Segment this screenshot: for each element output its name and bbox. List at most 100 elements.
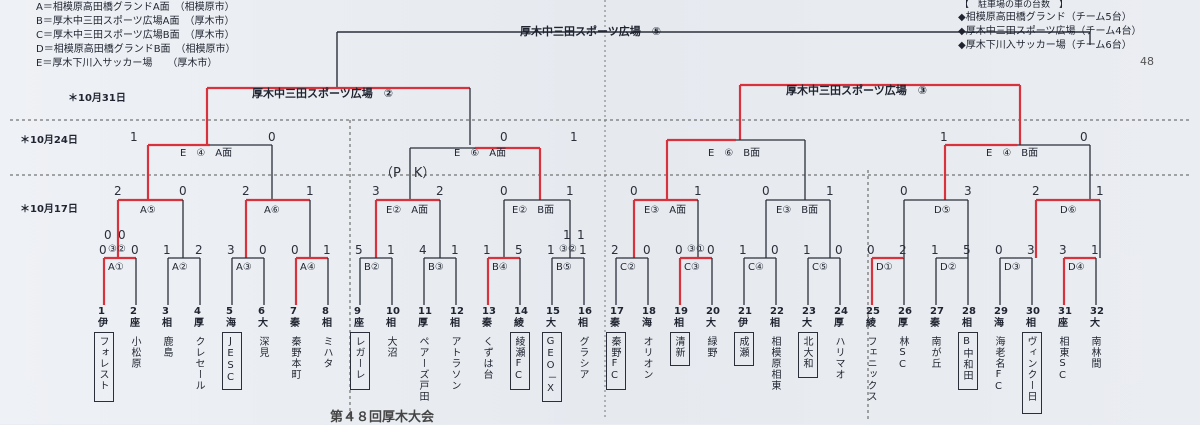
team-name: アトラソン: [449, 336, 460, 391]
team-name: JESC: [225, 336, 236, 384]
team-number: 5: [226, 306, 233, 317]
team-name: ヴィンクー日: [1025, 336, 1036, 402]
team-name: 北大和: [801, 336, 812, 369]
r1-label: C③: [684, 262, 700, 273]
score: 0: [675, 243, 683, 257]
team-name: 小松原: [129, 336, 140, 369]
r1-label: A②: [172, 262, 188, 273]
team-name: B中和田: [961, 336, 972, 381]
r2-label: E② B面: [512, 205, 555, 216]
team-city: 相: [770, 318, 780, 329]
r1-label: B②: [364, 262, 380, 273]
r2-label: D⑥: [1060, 205, 1077, 216]
score: 0: [771, 243, 779, 257]
team-name: 秦野FC: [609, 336, 620, 382]
team-number: 17: [610, 306, 624, 317]
team-name: フォレスト: [97, 336, 108, 391]
semi-venue-left: 厚木中三田スポーツ広場 ②: [252, 87, 394, 100]
team-city: 海: [642, 318, 652, 329]
r1-label: C⑤: [812, 262, 828, 273]
semi-venue-right: 厚木中三田スポーツ広場 ③: [786, 84, 928, 97]
parking-line: ◆厚木下川入サッカー場（チーム6台）: [958, 40, 1132, 51]
team-number: 7: [290, 306, 297, 317]
team-number: 13: [482, 306, 496, 317]
score: 0: [179, 184, 187, 198]
team-city: 伊: [98, 318, 108, 329]
team-number: 24: [834, 306, 848, 317]
team-city: 相: [386, 318, 396, 329]
score: 2: [611, 243, 619, 257]
r2-label: E③ A面: [644, 205, 687, 216]
score: 0: [643, 243, 651, 257]
qf-label: E ⑥ B面: [708, 148, 761, 159]
r1-label: D①: [876, 262, 893, 273]
team-number: 10: [386, 306, 400, 317]
parking-line: ◆厚木中三田スポーツ広場（チーム4台）: [958, 26, 1142, 37]
team-city: 相: [322, 318, 332, 329]
score: 0: [99, 243, 107, 257]
qf-label: E ④ B面: [986, 148, 1039, 159]
legend-line: D＝相模原高田橋グランドB面 （相模原市）: [36, 44, 236, 55]
team-number: 12: [450, 306, 464, 317]
team-number: 18: [642, 306, 656, 317]
pre-label: ③②: [108, 244, 126, 255]
score: 0: [762, 184, 770, 198]
team-city: 海: [994, 318, 1004, 329]
score: 0: [500, 130, 508, 144]
team-name: ハリマオ: [833, 336, 844, 380]
team-highlight-box: [798, 332, 818, 378]
score: 1: [483, 243, 491, 257]
score: 0: [259, 243, 267, 257]
score: 1: [323, 243, 331, 257]
team-city: 座: [354, 318, 364, 329]
r1-label: A③: [236, 262, 252, 273]
team-name: 成瀬: [737, 336, 748, 358]
score: 1: [547, 243, 555, 257]
score: 0: [900, 184, 908, 198]
r1-label: B④: [492, 262, 508, 273]
score: 1: [563, 228, 571, 242]
team-city: 厚: [194, 318, 204, 329]
team-name: グラシア: [577, 336, 588, 380]
team-name: 南林間: [1089, 336, 1100, 369]
team-city: 伊: [738, 318, 748, 329]
score: 3: [227, 243, 235, 257]
team-city: 座: [1058, 318, 1068, 329]
team-city: 座: [130, 318, 140, 329]
legend-line: E＝厚木下川入サッカー場 （厚木市）: [36, 58, 218, 69]
r1-label: D②: [940, 262, 957, 273]
team-city: 海: [226, 318, 236, 329]
score: 0: [131, 243, 139, 257]
score: 1: [451, 243, 459, 257]
r1-label: D③: [1004, 262, 1021, 273]
score: 0: [1080, 130, 1088, 144]
r2-label: A⑥: [264, 205, 280, 216]
score: 5: [963, 243, 971, 257]
score: 2: [242, 184, 250, 198]
team-name: フェニックス: [865, 336, 876, 402]
team-number: 32: [1090, 306, 1104, 317]
team-name: 南が丘: [929, 336, 940, 369]
score: 0: [867, 243, 875, 257]
team-city: 相: [962, 318, 972, 329]
date-label: ＊10月17日: [20, 204, 78, 215]
score: 2: [1032, 184, 1040, 198]
score: 3: [372, 184, 380, 198]
team-name: 緑野: [705, 336, 716, 358]
team-name: 相模原相東: [769, 336, 780, 391]
score: 1: [579, 243, 587, 257]
score: 5: [515, 243, 523, 257]
team-highlight-box: [958, 332, 978, 390]
team-city: 厚: [834, 318, 844, 329]
score: 3: [1027, 243, 1035, 257]
team-name: 秦野本町: [289, 336, 300, 380]
score: 1: [931, 243, 939, 257]
team-highlight-box: [510, 332, 530, 390]
pre-label: ③①: [687, 244, 705, 255]
parking-header: 【 駐車場の車の台数 】: [960, 0, 1069, 10]
team-number: 27: [930, 306, 944, 317]
team-number: 9: [354, 306, 361, 317]
team-number: 11: [418, 306, 432, 317]
r2-label: E③ B面: [776, 205, 819, 216]
